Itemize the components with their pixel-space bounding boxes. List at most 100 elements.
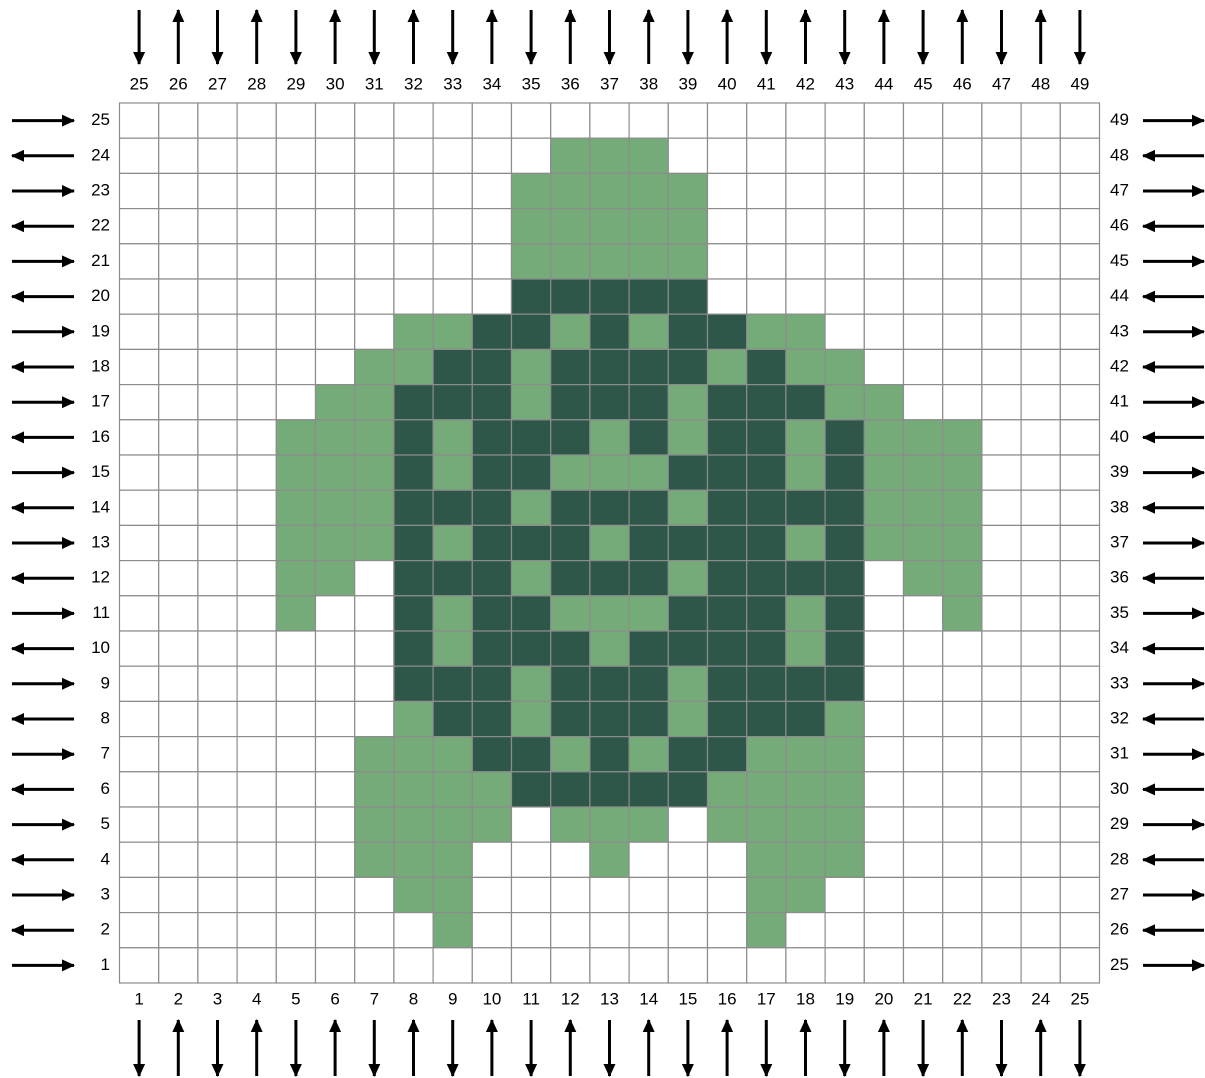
dark-green-cell [551, 666, 590, 701]
empty-cell [237, 561, 276, 596]
empty-cell [982, 772, 1021, 807]
empty-cell [198, 455, 237, 490]
dark-green-cell [708, 455, 747, 490]
empty-cell [708, 244, 747, 279]
light-green-cell [433, 877, 472, 912]
empty-cell [276, 385, 315, 420]
empty-cell [629, 842, 668, 877]
dark-green-cell [747, 666, 786, 701]
empty-cell [355, 209, 394, 244]
dark-green-cell [472, 666, 511, 701]
empty-cell [747, 948, 786, 983]
right-row-number: 39 [1110, 462, 1129, 481]
dark-green-cell [590, 737, 629, 772]
empty-cell [198, 631, 237, 666]
empty-cell [237, 877, 276, 912]
empty-cell [747, 138, 786, 173]
light-green-cell [668, 420, 707, 455]
left-row-number: 25 [91, 110, 110, 129]
empty-cell [904, 631, 943, 666]
light-green-cell [590, 173, 629, 208]
empty-cell [237, 807, 276, 842]
right-row-number: 46 [1110, 216, 1129, 235]
dark-green-cell [825, 596, 864, 631]
right-row-number: 31 [1110, 744, 1129, 763]
light-green-cell [394, 877, 433, 912]
light-green-cell [355, 420, 394, 455]
dark-green-cell [433, 490, 472, 525]
empty-cell [904, 913, 943, 948]
empty-cell [237, 314, 276, 349]
light-green-cell [512, 385, 551, 420]
empty-cell [551, 877, 590, 912]
right-row-number: 30 [1110, 779, 1129, 798]
light-green-cell [786, 596, 825, 631]
left-row-number: 10 [91, 638, 110, 657]
light-green-cell [629, 596, 668, 631]
empty-cell [747, 103, 786, 138]
light-green-cell [355, 385, 394, 420]
empty-cell [982, 455, 1021, 490]
empty-cell [355, 666, 394, 701]
empty-cell [943, 349, 982, 384]
dark-green-cell [590, 561, 629, 596]
empty-cell [276, 772, 315, 807]
empty-cell [982, 279, 1021, 314]
empty-cell [904, 314, 943, 349]
empty-cell [982, 596, 1021, 631]
light-green-cell [943, 490, 982, 525]
empty-cell [1060, 842, 1099, 877]
empty-cell [355, 561, 394, 596]
dark-green-cell [668, 737, 707, 772]
light-green-cell [943, 561, 982, 596]
empty-cell [355, 244, 394, 279]
empty-cell [237, 737, 276, 772]
light-green-cell [825, 349, 864, 384]
dark-green-cell [629, 701, 668, 736]
empty-cell [159, 948, 198, 983]
empty-cell [747, 173, 786, 208]
light-green-cell [943, 455, 982, 490]
empty-cell [708, 842, 747, 877]
dark-green-cell [747, 596, 786, 631]
light-green-cell [512, 244, 551, 279]
empty-cell [276, 877, 315, 912]
empty-cell [982, 631, 1021, 666]
empty-cell [668, 877, 707, 912]
top-column-number: 41 [757, 74, 776, 93]
empty-cell [316, 948, 355, 983]
empty-cell [864, 842, 903, 877]
empty-cell [551, 948, 590, 983]
left-row-number: 17 [91, 392, 110, 411]
empty-cell [198, 737, 237, 772]
empty-cell [1021, 244, 1060, 279]
empty-cell [904, 349, 943, 384]
empty-cell [316, 279, 355, 314]
empty-cell [198, 807, 237, 842]
dark-green-cell [786, 490, 825, 525]
empty-cell [982, 807, 1021, 842]
empty-cell [1060, 631, 1099, 666]
dark-green-cell [747, 490, 786, 525]
empty-cell [708, 877, 747, 912]
dark-green-cell [708, 385, 747, 420]
empty-cell [747, 244, 786, 279]
right-row-number: 26 [1110, 920, 1129, 939]
empty-cell [237, 948, 276, 983]
empty-cell [1060, 279, 1099, 314]
light-green-cell [512, 349, 551, 384]
empty-cell [512, 138, 551, 173]
light-green-cell [864, 385, 903, 420]
empty-cell [708, 173, 747, 208]
top-column-number: 46 [953, 74, 972, 93]
empty-cell [120, 737, 159, 772]
light-green-cell [551, 737, 590, 772]
empty-cell [159, 666, 198, 701]
light-green-cell [551, 244, 590, 279]
empty-cell [864, 561, 903, 596]
empty-cell [825, 877, 864, 912]
light-green-cell [394, 701, 433, 736]
bottom-column-number: 6 [330, 989, 339, 1008]
empty-cell [237, 913, 276, 948]
empty-cell [982, 209, 1021, 244]
